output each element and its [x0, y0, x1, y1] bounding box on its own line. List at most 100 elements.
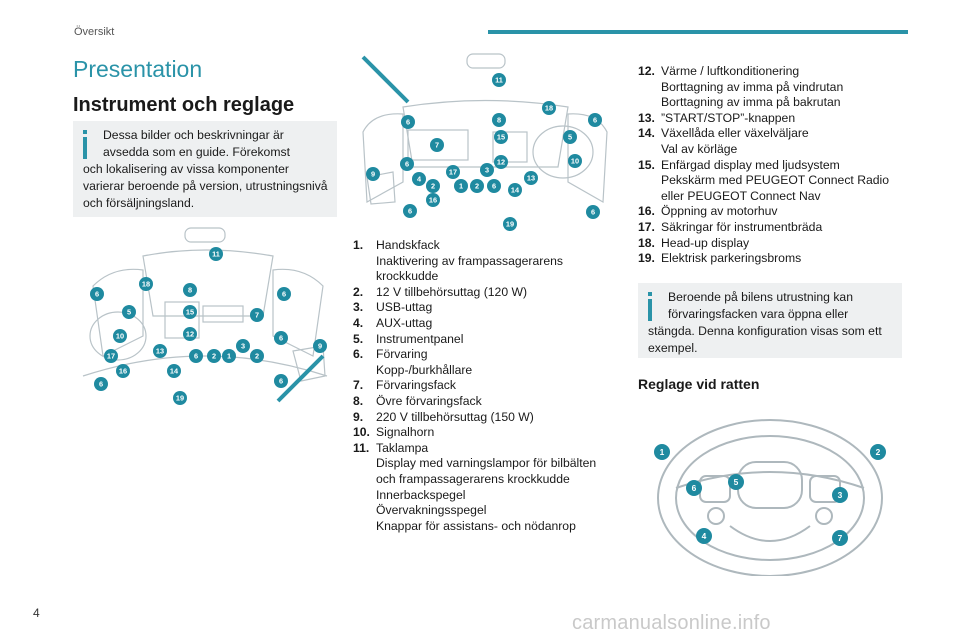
callout-label: 6 — [95, 290, 99, 299]
legend-number: 6. — [353, 347, 364, 362]
legend-text: Pekskärm med PEUGEOT Connect Radio — [661, 173, 890, 188]
callout-badge — [94, 377, 108, 391]
note-text-first: Dessa bilder och beskrivningar är avsedd… — [103, 128, 290, 159]
legend-text: ”START/STOP”-knappen — [661, 110, 796, 125]
callout-label: 2 — [431, 182, 435, 191]
info-icon-bar — [83, 137, 87, 159]
callout-badge — [173, 391, 187, 405]
legend-text: Övre förvaringsfack — [376, 393, 482, 408]
legend-item: 9.220 V tillbehörsuttag (150 W) — [353, 410, 623, 426]
legend-text: Borttagning av imma på bakrutan — [661, 95, 841, 110]
callout-badge — [403, 204, 417, 218]
legend-text: Handskfack — [376, 238, 440, 252]
info-note-storage: Beroende på bilens utrustning kan förvar… — [638, 283, 902, 358]
callout-badge — [207, 349, 221, 363]
legend-text: eller PEUGEOT Connect Nav — [661, 188, 821, 203]
callout-badge — [122, 305, 136, 319]
legend-number: 14. — [638, 126, 655, 141]
legend-item: 17.Säkringar för instrumentbräda — [638, 220, 908, 236]
callout-label: 6 — [492, 182, 496, 191]
callout-label: 1 — [227, 352, 231, 361]
callout-badge — [524, 171, 538, 185]
callout-label: 8 — [497, 116, 501, 125]
callout-badge — [686, 480, 702, 496]
callout-label: 15 — [186, 308, 194, 317]
callout-label: 9 — [318, 342, 322, 351]
legend-text: Head-up display — [661, 235, 750, 250]
legend-number: 12. — [638, 64, 655, 78]
callout-label: 2 — [876, 447, 881, 457]
callout-badge — [277, 287, 291, 301]
callout-label: 16 — [119, 367, 127, 376]
callout-label: 3 — [485, 166, 489, 175]
legend-number: 1. — [353, 238, 364, 252]
callout-badge — [412, 172, 426, 186]
callout-label: 6 — [279, 334, 283, 343]
legend-item: 4.AUX-uttag — [353, 316, 623, 332]
legend-text: Enfärgad display med ljudsystem — [661, 157, 840, 172]
callout-label: 16 — [429, 196, 437, 205]
callout-label: 14 — [170, 367, 179, 376]
callout-label: 4 — [702, 531, 707, 541]
legend-text: Innerbackspegel — [376, 487, 466, 502]
callout-badge — [104, 349, 118, 363]
callout-label: 19 — [506, 220, 514, 229]
legend-number: 9. — [353, 409, 364, 424]
legend-number: 7. — [353, 378, 364, 393]
callout-badge — [189, 349, 203, 363]
callout-badge — [274, 331, 288, 345]
legend-text: Val av körläge — [661, 141, 738, 156]
legend-item: 10.Signalhorn — [353, 425, 623, 441]
callout-badge — [870, 444, 886, 460]
callout-label: 13 — [156, 347, 164, 356]
callout-label: 19 — [176, 394, 184, 403]
callout-label: 18 — [545, 104, 553, 113]
callout-badge — [366, 167, 380, 181]
info-icon-bar — [648, 299, 652, 321]
legend-item: 8.Övre förvaringsfack — [353, 394, 623, 410]
legend-item: 19.Elektrisk parkeringsbroms — [638, 251, 908, 267]
callout-label: 6 — [282, 290, 286, 299]
callout-badge — [113, 329, 127, 343]
legend-text: 12 V tillbehörsuttag (120 W) — [376, 284, 528, 299]
callout-label: 9 — [371, 170, 375, 179]
note-text-rest: stängda. Denna konfiguration visas som e… — [648, 324, 882, 355]
callout-label: 6 — [692, 483, 697, 493]
callout-badge — [401, 115, 415, 129]
callout-label: 1 — [459, 182, 463, 191]
legend-text: Växellåda eller växelväljare — [661, 126, 809, 141]
callout-label: 6 — [591, 208, 595, 217]
callout-label: 1 — [660, 447, 665, 457]
callout-label: 6 — [406, 118, 410, 127]
legend-item: 5.Instrumentpanel — [353, 332, 623, 348]
legend-number: 18. — [638, 235, 655, 250]
legend-text: Borttagning av imma på vindrutan — [661, 79, 844, 94]
callout-badge — [313, 339, 327, 353]
callout-badge — [487, 179, 501, 193]
callout-badge — [426, 179, 440, 193]
callout-label: 11 — [495, 76, 503, 85]
callout-badge — [470, 179, 484, 193]
callout-badge — [588, 113, 602, 127]
callout-badge — [153, 344, 167, 358]
watermark: carmanualsonline.info — [572, 612, 771, 634]
callout-badge — [90, 287, 104, 301]
legend-text: Inaktivering av frampassagerarens — [376, 253, 563, 268]
callout-badge — [696, 528, 712, 544]
legend-text: Förvaring — [376, 347, 428, 362]
legend-number: 3. — [353, 300, 364, 315]
callout-label: 14 — [511, 186, 520, 195]
callout-badge — [236, 339, 250, 353]
legend-text: och frampassagerarens krockkudde — [376, 471, 570, 486]
legend-item: 3.USB-uttag — [353, 300, 623, 316]
note-text-first: Beroende på bilens utrustning kan förvar… — [668, 290, 853, 321]
callout-badge — [568, 154, 582, 168]
callout-label: 11 — [212, 250, 220, 259]
callout-badge — [183, 283, 197, 297]
callout-badge — [494, 130, 508, 144]
section-heading: Instrument och reglage — [73, 94, 295, 116]
